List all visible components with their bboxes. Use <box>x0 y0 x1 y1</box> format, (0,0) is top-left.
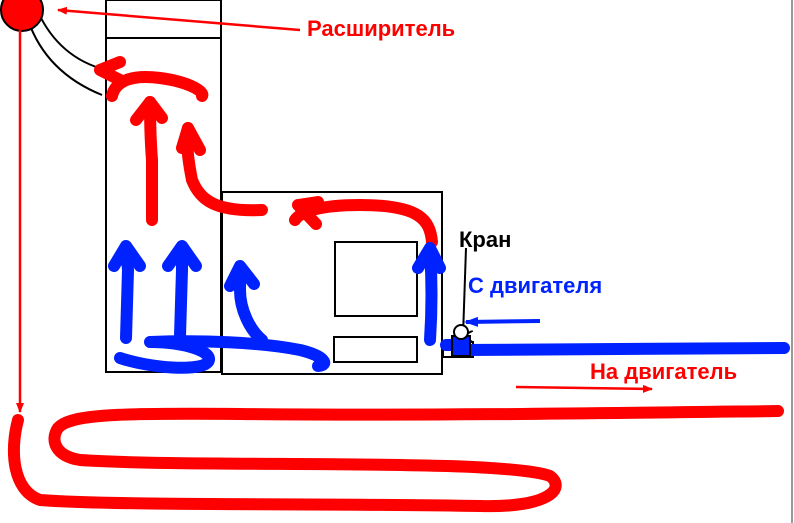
expander-tank <box>0 0 44 32</box>
hot-flow-rise-left-arrowhead <box>130 96 168 126</box>
hot-flow-rise-right-arrowhead <box>176 122 206 156</box>
hot-flow <box>8 56 784 513</box>
cold-flow-boiler-riser-arrowhead <box>412 242 446 274</box>
to-engine-arrow <box>515 384 653 393</box>
boiler-slot <box>333 336 418 363</box>
to-engine-label: На двигатель <box>590 359 738 384</box>
cold-flow-boiler-riser-left-arrowhead <box>224 260 260 292</box>
cold-flow <box>108 240 790 374</box>
hot-flow-boiler-arrowhead <box>292 196 324 230</box>
cold-flow-column-riser-left <box>120 242 134 344</box>
hot-flow-top-arrowhead <box>94 56 126 86</box>
valve-icon <box>451 324 471 357</box>
expander-pipe-outer <box>27 19 103 96</box>
return-pipe-to-engine <box>8 405 784 513</box>
boiler-body <box>221 191 443 375</box>
boiler-window <box>334 241 418 317</box>
cold-flow-bottom-collector <box>114 335 331 374</box>
expander-label: Расширитель <box>307 16 456 41</box>
from-engine-arrow <box>464 316 541 327</box>
valve-pointer-arrow <box>463 247 466 336</box>
cold-flow-column-riser-right-arrowhead <box>162 240 202 272</box>
boiler-outline <box>105 0 474 375</box>
from-engine-label: С двигателя <box>468 273 603 298</box>
inlet-pipe-from-engine <box>454 342 790 356</box>
cold-flow-column-riser-left-arrowhead <box>108 240 146 272</box>
cold-flow-column-riser-right <box>174 242 188 342</box>
hot-flow-rise-left <box>144 96 158 226</box>
cold-flow-boiler-riser-left <box>234 264 268 346</box>
valve-label: Кран <box>459 227 512 252</box>
expander-pipe-inner <box>37 11 107 71</box>
expander-pointer-arrow <box>57 6 301 32</box>
